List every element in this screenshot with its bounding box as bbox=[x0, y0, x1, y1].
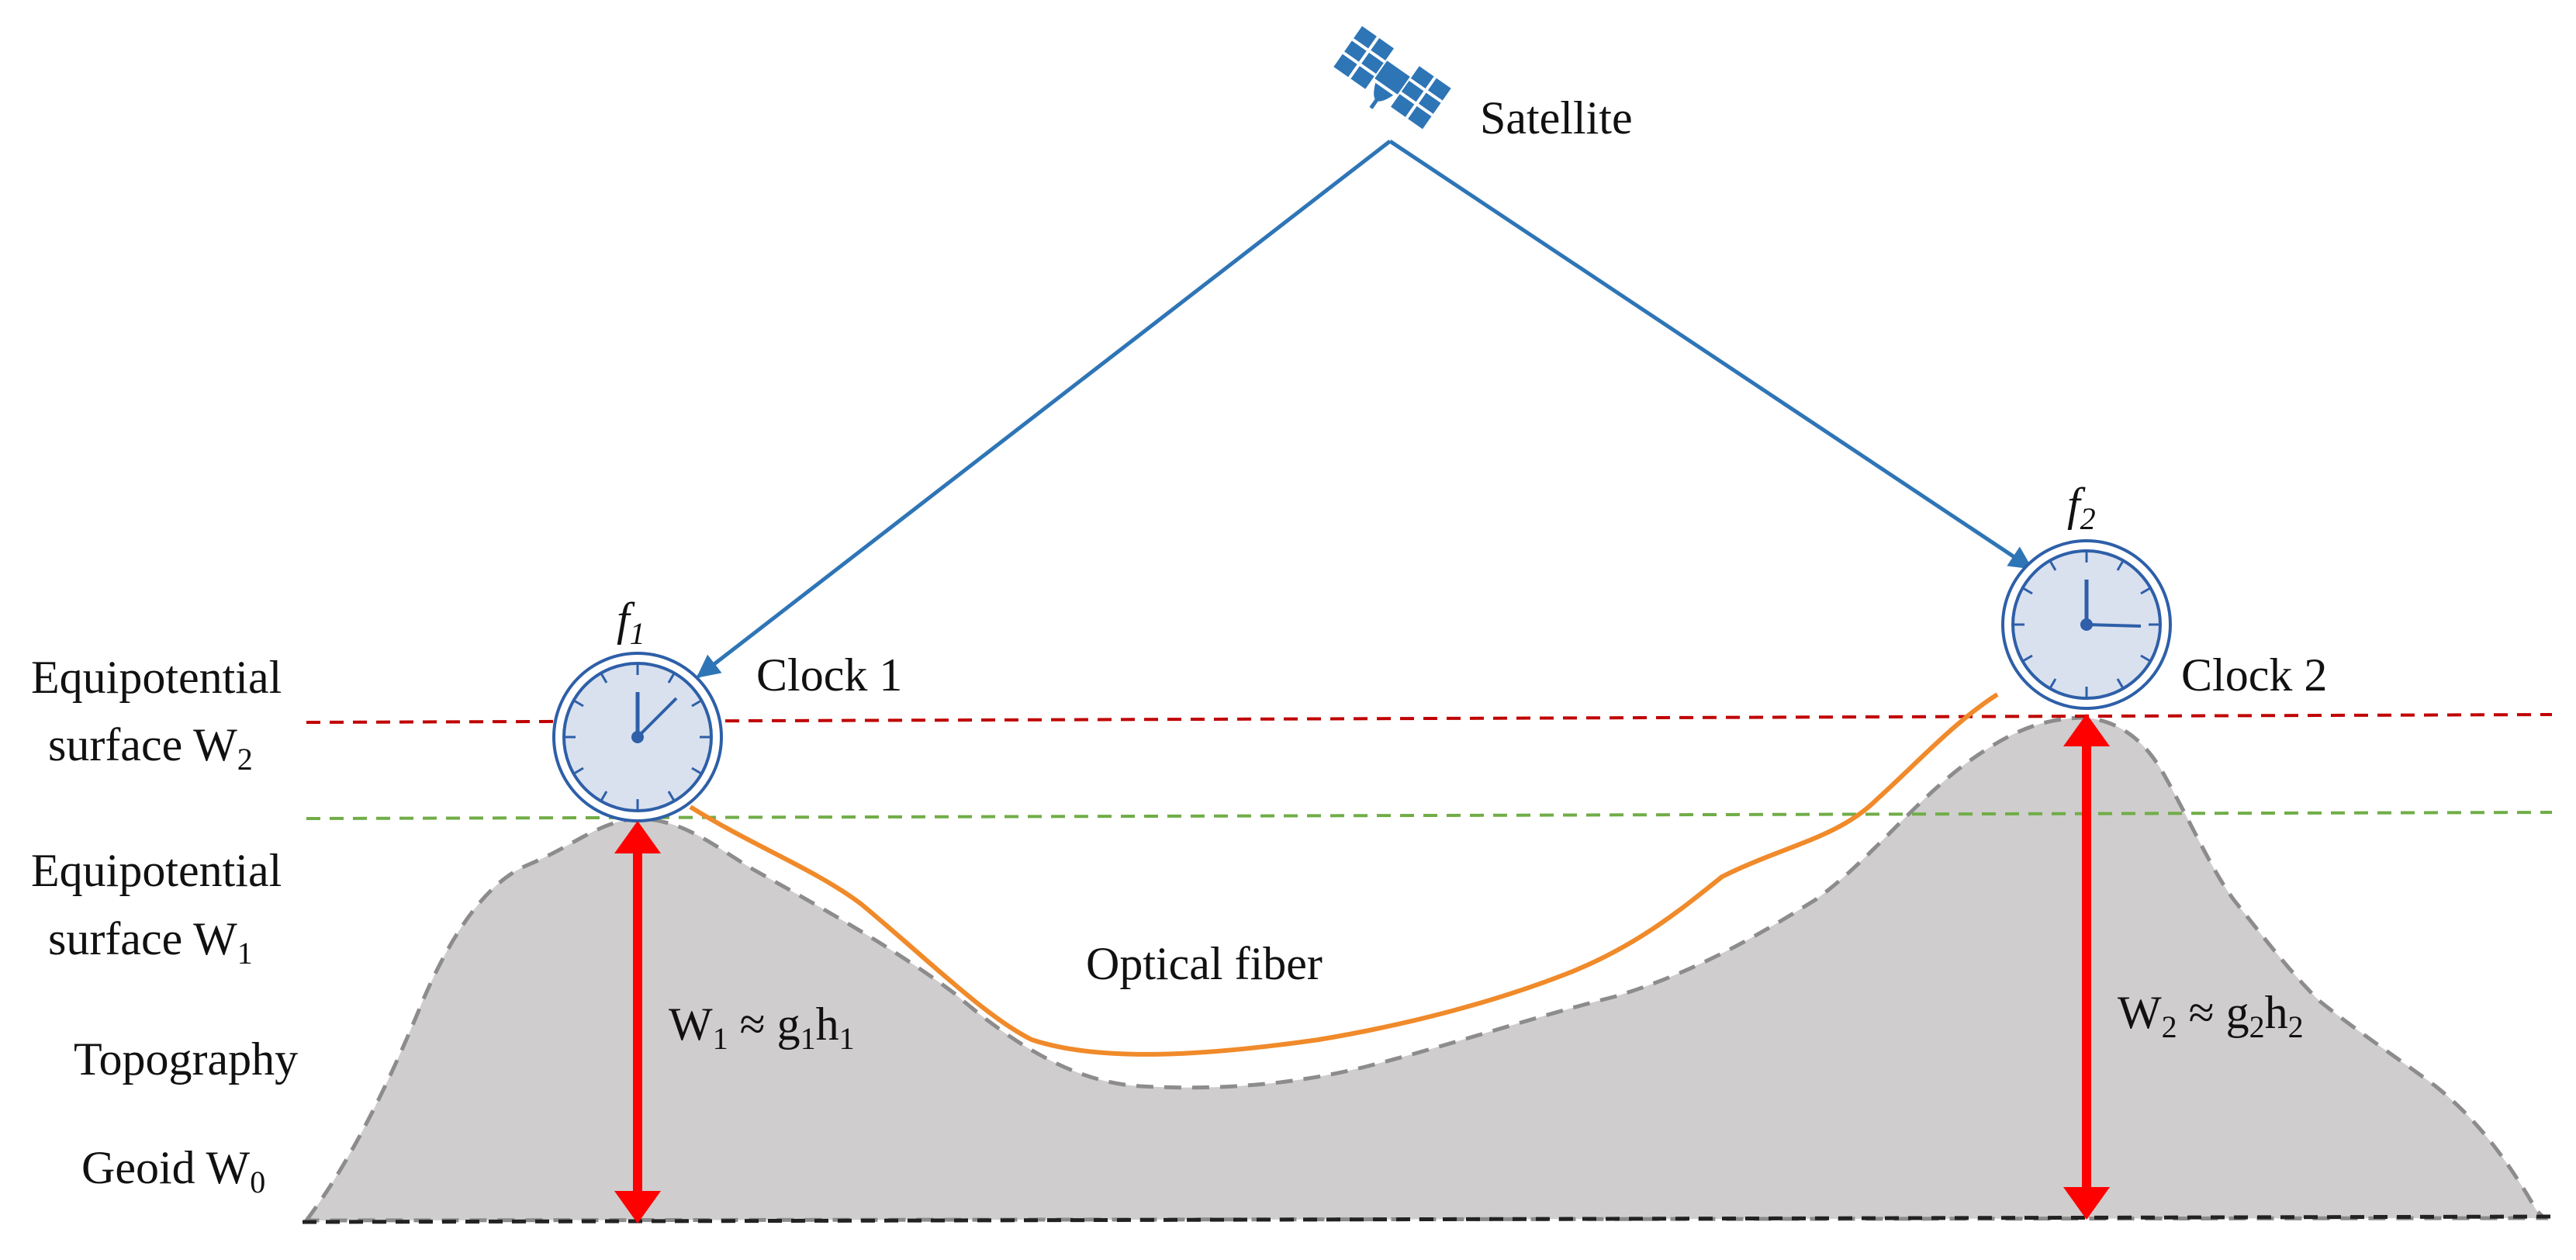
geoid-line bbox=[302, 1214, 2553, 1224]
w2-formula-label: W2 ≈ g2h2 bbox=[2118, 987, 2304, 1044]
clock-2-label: Clock 2 bbox=[2181, 649, 2327, 701]
height-arrow-1 bbox=[614, 821, 661, 1224]
satellite-link-1 bbox=[696, 140, 1392, 678]
topography-terrain bbox=[302, 715, 2550, 1223]
f2-label: f2 bbox=[2067, 479, 2096, 536]
equipotential-w1-label-line2: surface W1 bbox=[48, 913, 253, 971]
equipotential-w1-line bbox=[306, 811, 2553, 820]
satellite-icon bbox=[1333, 26, 1451, 130]
clock-2-icon bbox=[2001, 539, 2172, 710]
height-arrow-2 bbox=[2063, 714, 2110, 1220]
equipotential-w2-label-line2: surface W2 bbox=[48, 719, 253, 777]
equipotential-w1-label-line1: Equipotential bbox=[31, 845, 282, 896]
clock-1-label: Clock 1 bbox=[756, 649, 902, 701]
w1-formula-label: W1 ≈ g1h1 bbox=[669, 999, 855, 1056]
equipotential-w2-label-line1: Equipotential bbox=[31, 652, 282, 703]
optical-fiber-label: Optical fiber bbox=[1086, 938, 1323, 989]
geoid-label: Geoid W0 bbox=[81, 1142, 265, 1199]
clock-1-icon bbox=[552, 652, 723, 822]
satellite-link-2 bbox=[1388, 139, 2033, 570]
satellite-label: Satellite bbox=[1480, 92, 1633, 144]
topography-label: Topography bbox=[74, 1033, 298, 1085]
optical-fiber-path bbox=[689, 692, 1999, 1057]
f1-label: f1 bbox=[617, 594, 645, 651]
